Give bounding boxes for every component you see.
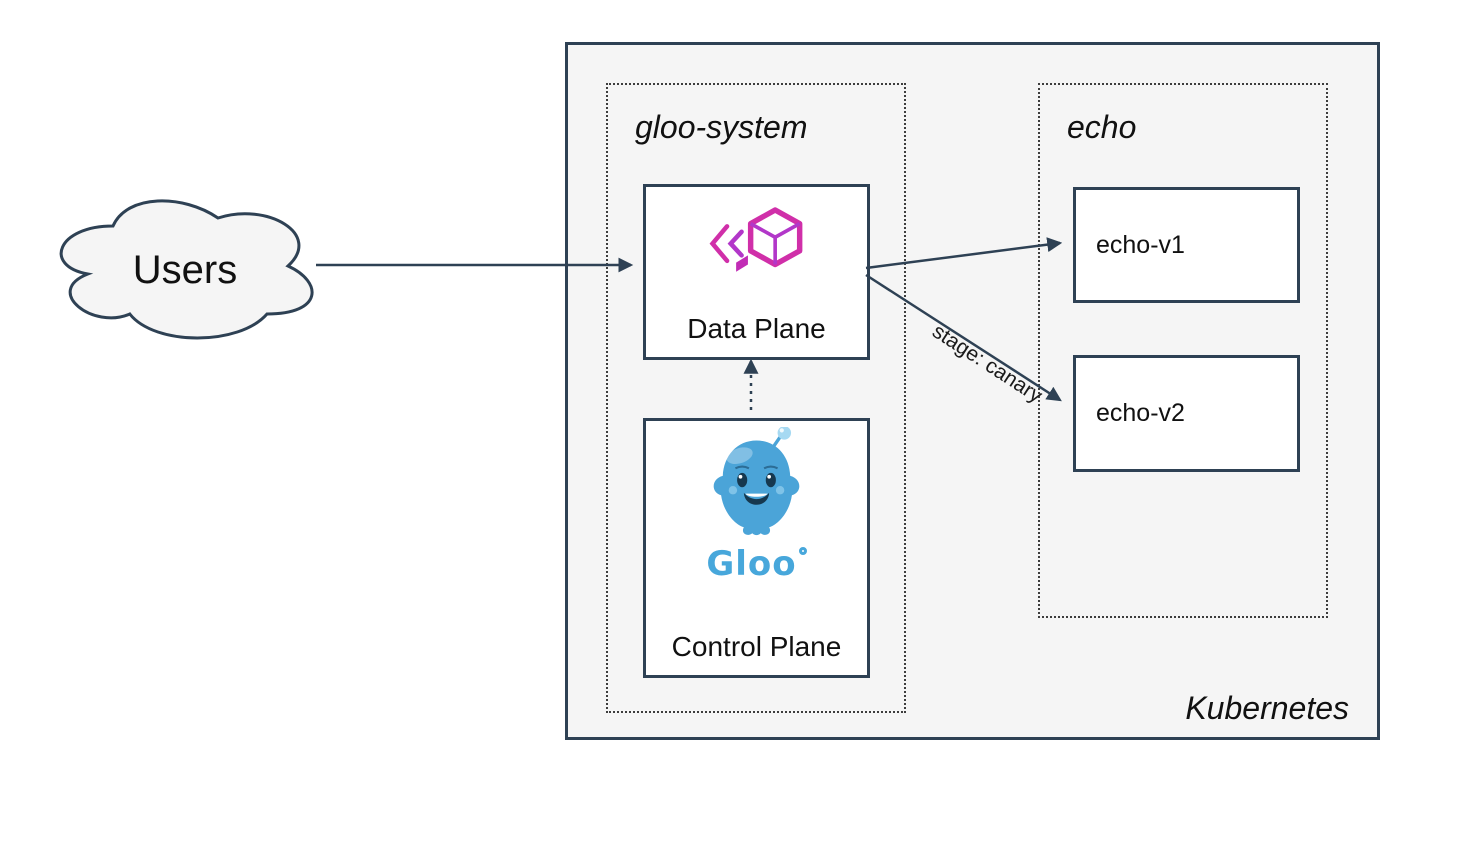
gloo-wordmark-bubble-icon (798, 547, 807, 555)
echo-v2-node: echo-v2 (1073, 355, 1300, 472)
namespace-gloo-system-label: gloo-system (635, 109, 808, 145)
data-plane-label: Data Plane (687, 313, 826, 344)
data-plane-node: Data Plane (643, 184, 870, 360)
echo-v1-node: echo-v1 (1073, 187, 1300, 303)
namespace-echo: echo echo-v1 echo-v2 (1038, 83, 1328, 618)
kubernetes-label: Kubernetes (1185, 690, 1349, 726)
gloo-gateway-icon (709, 207, 802, 272)
control-plane-label: Control Plane (671, 631, 842, 662)
echo-v1-label: echo-v1 (1096, 230, 1185, 259)
control-plane-node: Gloo Control Plane (643, 418, 870, 678)
gloo-mascot-icon (713, 427, 800, 536)
namespace-gloo-system: gloo-system Data Plane (606, 83, 906, 713)
kubernetes-cluster-box: gloo-system Data Plane (565, 42, 1380, 740)
gloo-wordmark: Gloo (706, 544, 807, 584)
namespace-echo-label: echo (1067, 109, 1137, 145)
echo-v2-label: echo-v2 (1096, 399, 1185, 427)
gloo-wordmark-text: Gloo (706, 544, 797, 584)
users-label: Users (132, 247, 238, 292)
